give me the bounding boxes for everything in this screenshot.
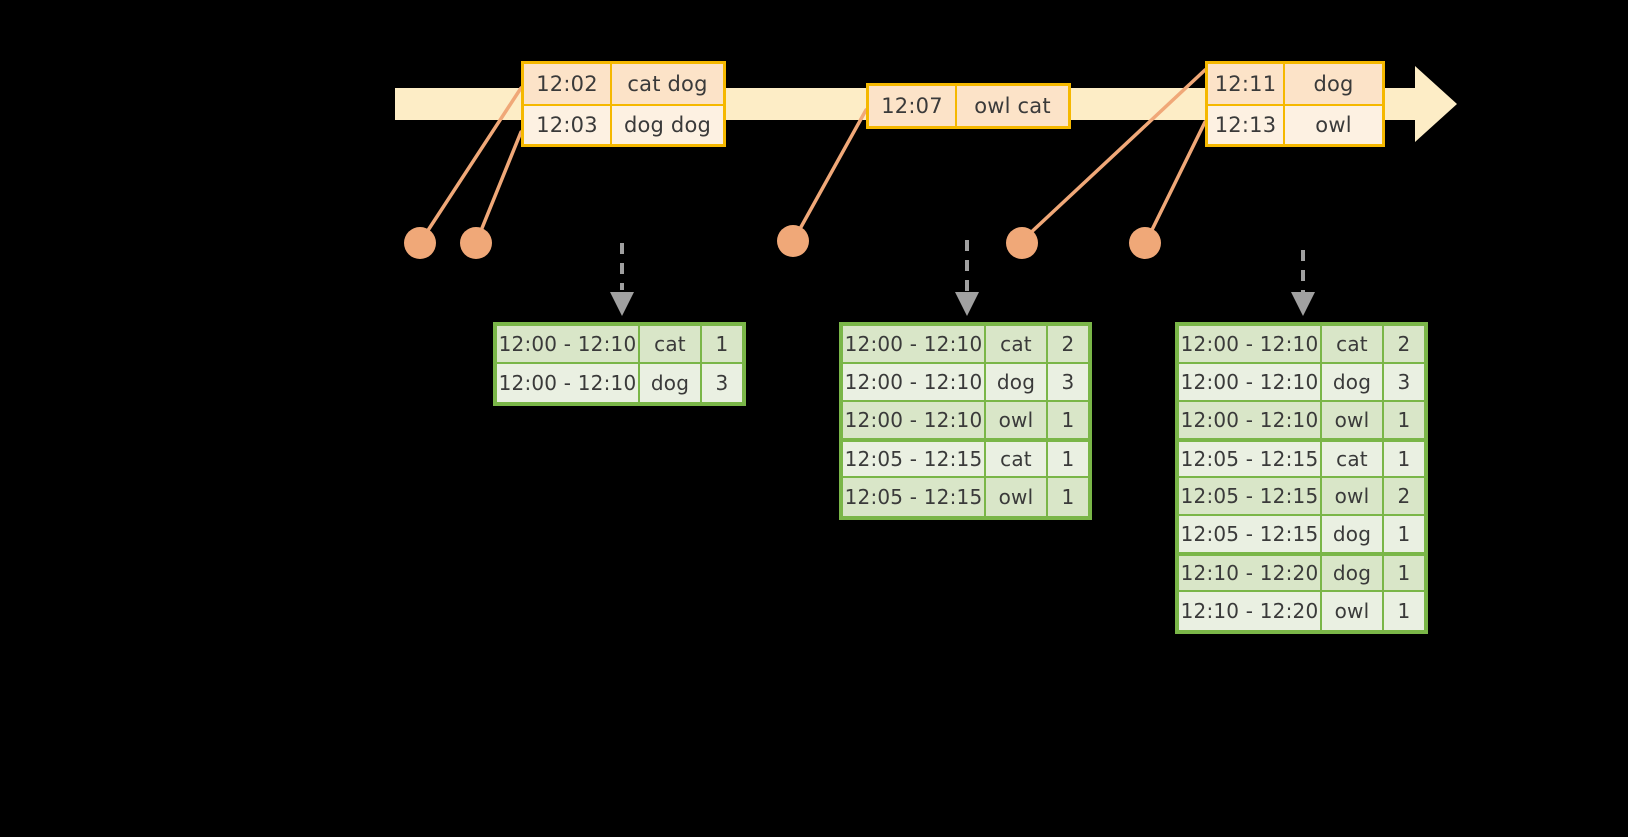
emit-arrows <box>620 240 1305 292</box>
cell-count: 1 <box>1048 440 1088 478</box>
cell-count: 3 <box>702 364 742 402</box>
cell-window: 12:00 - 12:10 <box>497 326 640 364</box>
connector-line-1 <box>421 86 523 240</box>
emit-arrowhead-2 <box>955 292 979 316</box>
event-words: cat dog <box>612 64 723 104</box>
cell-count: 1 <box>702 326 742 364</box>
cell-count: 1 <box>1384 402 1424 440</box>
event-row[interactable]: 12:07 owl cat <box>869 86 1068 126</box>
cell-window: 12:05 - 12:15 <box>1179 478 1322 516</box>
cell-count: 2 <box>1384 326 1424 364</box>
cell-count: 1 <box>1384 516 1424 554</box>
dot-4 <box>1006 227 1038 259</box>
cell-count: 1 <box>1048 402 1088 440</box>
emit-arrowhead-1 <box>610 292 634 316</box>
cell-count: 1 <box>1384 554 1424 592</box>
emit-arrowhead-3 <box>1291 292 1315 316</box>
cell-window: 12:05 - 12:15 <box>843 440 986 478</box>
event-words: owl cat <box>957 86 1068 126</box>
dot-1 <box>404 227 436 259</box>
emit-arrow-heads <box>610 292 1315 316</box>
event-dots <box>404 225 1161 259</box>
event-row[interactable]: 12:02 cat dog <box>524 64 723 104</box>
cell-window: 12:05 - 12:15 <box>843 478 986 516</box>
cell-word: dog <box>1322 554 1384 592</box>
event-time: 12:11 <box>1208 64 1285 104</box>
cell-word: dog <box>986 364 1048 402</box>
cell-count: 3 <box>1384 364 1424 402</box>
cell-count: 3 <box>1048 364 1088 402</box>
cell-window: 12:05 - 12:15 <box>1179 516 1322 554</box>
event-time: 12:03 <box>524 106 612 144</box>
cell-window: 12:10 - 12:20 <box>1179 554 1322 592</box>
cell-window: 12:10 - 12:20 <box>1179 592 1322 630</box>
event-words: dog dog <box>612 106 723 144</box>
cell-window: 12:00 - 12:10 <box>1179 326 1322 364</box>
event-group-1[interactable]: 12:02 cat dog 12:03 dog dog <box>521 61 726 147</box>
cell-window: 12:00 - 12:10 <box>1179 402 1322 440</box>
event-words: dog <box>1285 64 1382 104</box>
event-group-3[interactable]: 12:11 dog 12:13 owl <box>1205 61 1385 147</box>
cell-word: owl <box>1322 592 1384 630</box>
dot-5 <box>1129 227 1161 259</box>
event-time: 12:02 <box>524 64 612 104</box>
cell-window: 12:00 - 12:10 <box>1179 364 1322 402</box>
cell-count: 1 <box>1384 440 1424 478</box>
cell-word: owl <box>1322 478 1384 516</box>
cell-count: 2 <box>1048 326 1088 364</box>
cell-word: cat <box>986 440 1048 478</box>
event-time: 12:07 <box>869 86 957 126</box>
cell-window: 12:00 - 12:10 <box>843 364 986 402</box>
dot-3 <box>777 225 809 257</box>
cell-count: 1 <box>1384 592 1424 630</box>
connector-line-2 <box>476 130 523 240</box>
event-row[interactable]: 12:11 dog <box>1208 64 1382 104</box>
connector-line-5 <box>1146 120 1207 240</box>
cell-count: 2 <box>1384 478 1424 516</box>
cell-word: owl <box>986 478 1048 516</box>
cell-word: cat <box>1322 326 1384 364</box>
cell-window: 12:00 - 12:10 <box>843 402 986 440</box>
cell-word: owl <box>1322 402 1384 440</box>
cell-word: dog <box>640 364 702 402</box>
cell-word: cat <box>986 326 1048 364</box>
cell-window: 12:00 - 12:10 <box>497 364 640 402</box>
cell-window: 12:00 - 12:10 <box>843 326 986 364</box>
cell-word: dog <box>1322 364 1384 402</box>
event-group-2[interactable]: 12:07 owl cat <box>866 83 1071 129</box>
event-row[interactable]: 12:03 dog dog <box>524 104 723 144</box>
event-row[interactable]: 12:13 owl <box>1208 104 1382 144</box>
cell-word: dog <box>1322 516 1384 554</box>
cell-count: 1 <box>1048 478 1088 516</box>
event-time: 12:13 <box>1208 106 1285 144</box>
cell-word: cat <box>640 326 702 364</box>
dot-2 <box>460 227 492 259</box>
cell-word: cat <box>1322 440 1384 478</box>
cell-window: 12:05 - 12:15 <box>1179 440 1322 478</box>
event-words: owl <box>1285 106 1382 144</box>
cell-word: owl <box>986 402 1048 440</box>
connector-line-3 <box>794 108 868 238</box>
